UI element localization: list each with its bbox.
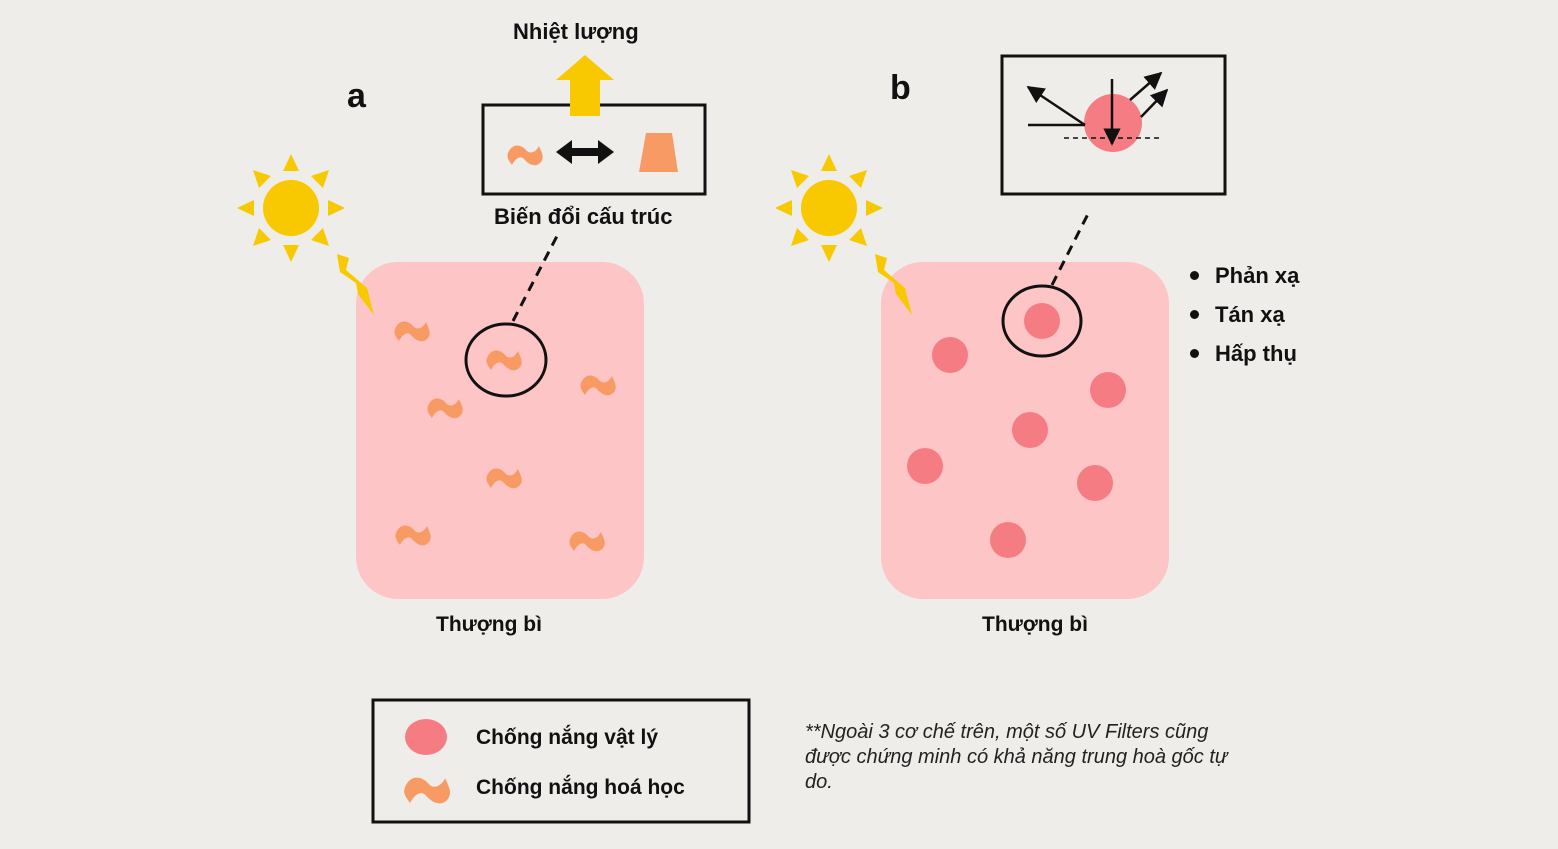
double-arrow-icon [556,140,614,164]
footnote: **Ngoài 3 cơ chế trên, một số UV Filters… [805,721,1228,793]
bullet-icon [1190,349,1199,358]
legend-physical-label: Chống nắng vật lý [476,726,659,749]
mechanism-list: Phản xạ Tán xạ Hấp thụ [1188,262,1299,379]
structure-change-label: Biến đổi cấu trúc [494,204,673,229]
reflection-arrows-icon [1026,71,1169,146]
epidermis-a [356,262,644,599]
chemical-filter-legend-icon [404,777,451,804]
sun-icon [775,154,883,262]
physical-filter-particle [1024,303,1060,339]
panel-b-letter: b [890,69,911,107]
mechanism-item: Phản xạ [1188,262,1299,301]
physical-filters-b [907,303,1126,558]
panel-b [775,54,1227,599]
transformed-filter-icon [639,133,678,172]
focus-circle-b [1001,284,1083,358]
sun-icon [237,154,345,262]
physical-filter-particle [1090,372,1126,408]
zoom-box-b [1000,54,1227,196]
legend-box [371,698,751,824]
physical-filter-particle [907,448,943,484]
mechanism-item: Tán xạ [1188,301,1299,340]
physical-filter-legend-icon [405,719,447,755]
legend [371,698,751,824]
physical-filter-particle [932,337,968,373]
mechanism-label: Hấp thụ [1215,341,1297,366]
bullet-icon [1190,271,1199,280]
focus-circle-a [464,322,548,398]
heat-label: Nhiệt lượng [513,19,639,44]
mechanism-item: Hấp thụ [1188,340,1299,379]
physical-filter-particle [1012,412,1048,448]
chemical-filter-icon [507,145,543,166]
panel-a [237,55,707,599]
mechanism-label: Tán xạ [1215,302,1285,327]
legend-chemical-label: Chống nắng hoá học [476,776,685,799]
physical-filter-particle [1077,465,1113,501]
epidermis-label-b: Thượng bì [982,613,1088,636]
panel-a-letter: a [347,77,366,115]
mechanism-label: Phản xạ [1215,263,1300,288]
zoom-line-b [1050,209,1092,286]
physical-filter-particle [990,522,1026,558]
bullet-icon [1190,310,1199,319]
heat-arrow-icon [556,55,614,116]
epidermis-label-a: Thượng bì [436,613,542,636]
